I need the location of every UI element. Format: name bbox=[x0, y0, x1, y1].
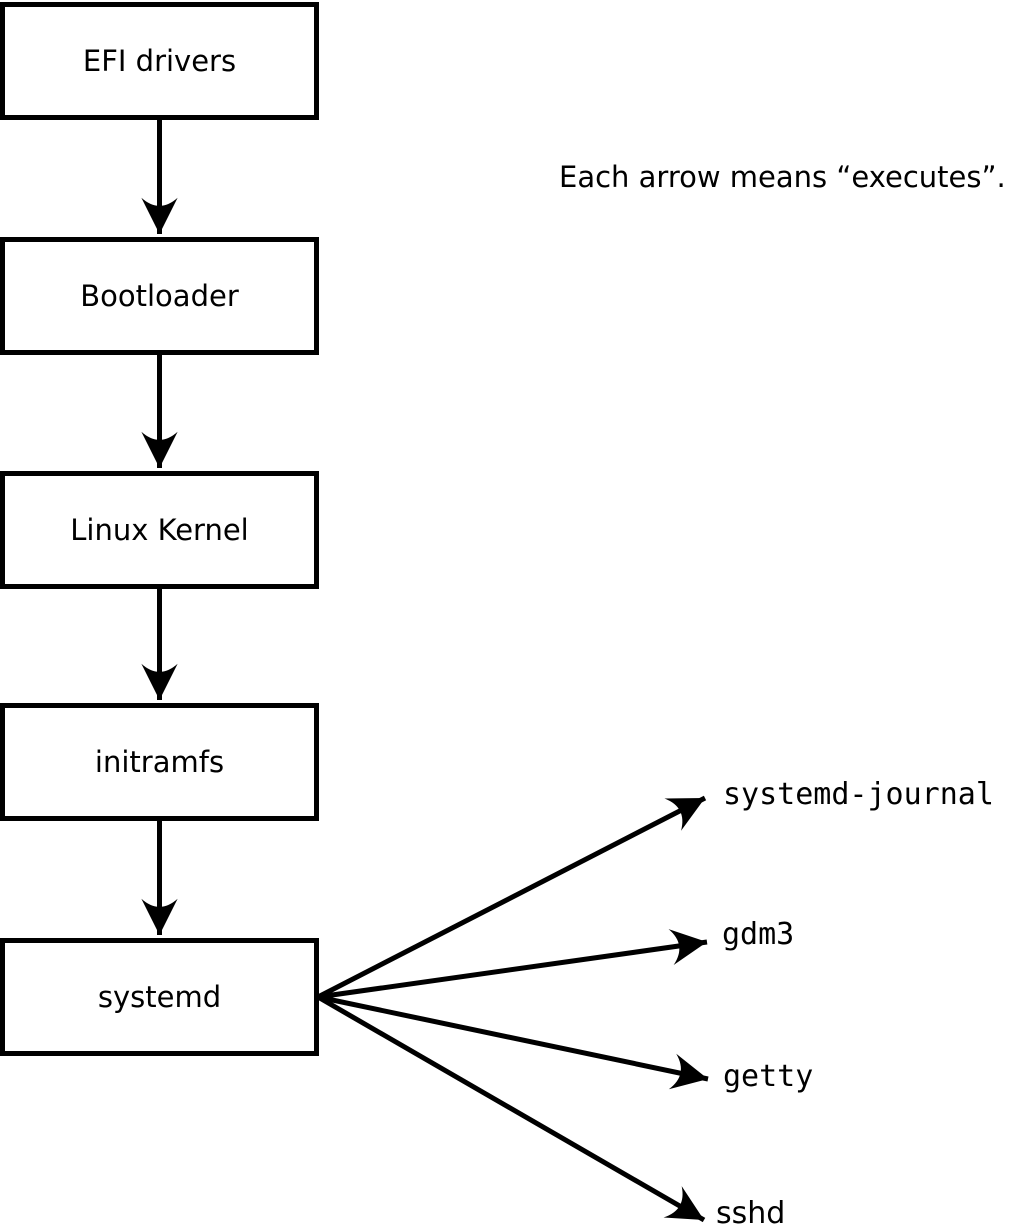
proc-label-gdm3: gdm3 bbox=[722, 917, 795, 952]
arrow-systemd-to-sshd bbox=[316, 994, 706, 1223]
arrow-systemd-to-gdm3 bbox=[317, 929, 708, 1000]
arrow-systemd-to-journal bbox=[316, 795, 707, 1000]
node-initramfs: initramfs bbox=[0, 703, 319, 821]
proc-label-getty: getty bbox=[723, 1059, 814, 1094]
node-linux-kernel: Linux Kernel bbox=[0, 471, 319, 589]
node-efi-drivers-label: EFI drivers bbox=[82, 43, 237, 78]
node-systemd: systemd bbox=[0, 938, 319, 1056]
proc-label-systemd-journal: systemd-journal bbox=[723, 777, 994, 812]
node-efi-drivers: EFI drivers bbox=[0, 2, 319, 120]
proc-label-sshd: sshd bbox=[716, 1196, 786, 1230]
arrow-systemd-to-getty bbox=[317, 994, 709, 1090]
annotation-arrow-meaning: Each arrow means “executes”. bbox=[559, 160, 1006, 194]
node-linux-kernel-label: Linux Kernel bbox=[70, 512, 249, 547]
node-initramfs-label: initramfs bbox=[94, 744, 225, 779]
node-bootloader-label: Bootloader bbox=[80, 278, 239, 313]
node-systemd-label: systemd bbox=[97, 979, 222, 1014]
node-bootloader: Bootloader bbox=[0, 237, 319, 355]
